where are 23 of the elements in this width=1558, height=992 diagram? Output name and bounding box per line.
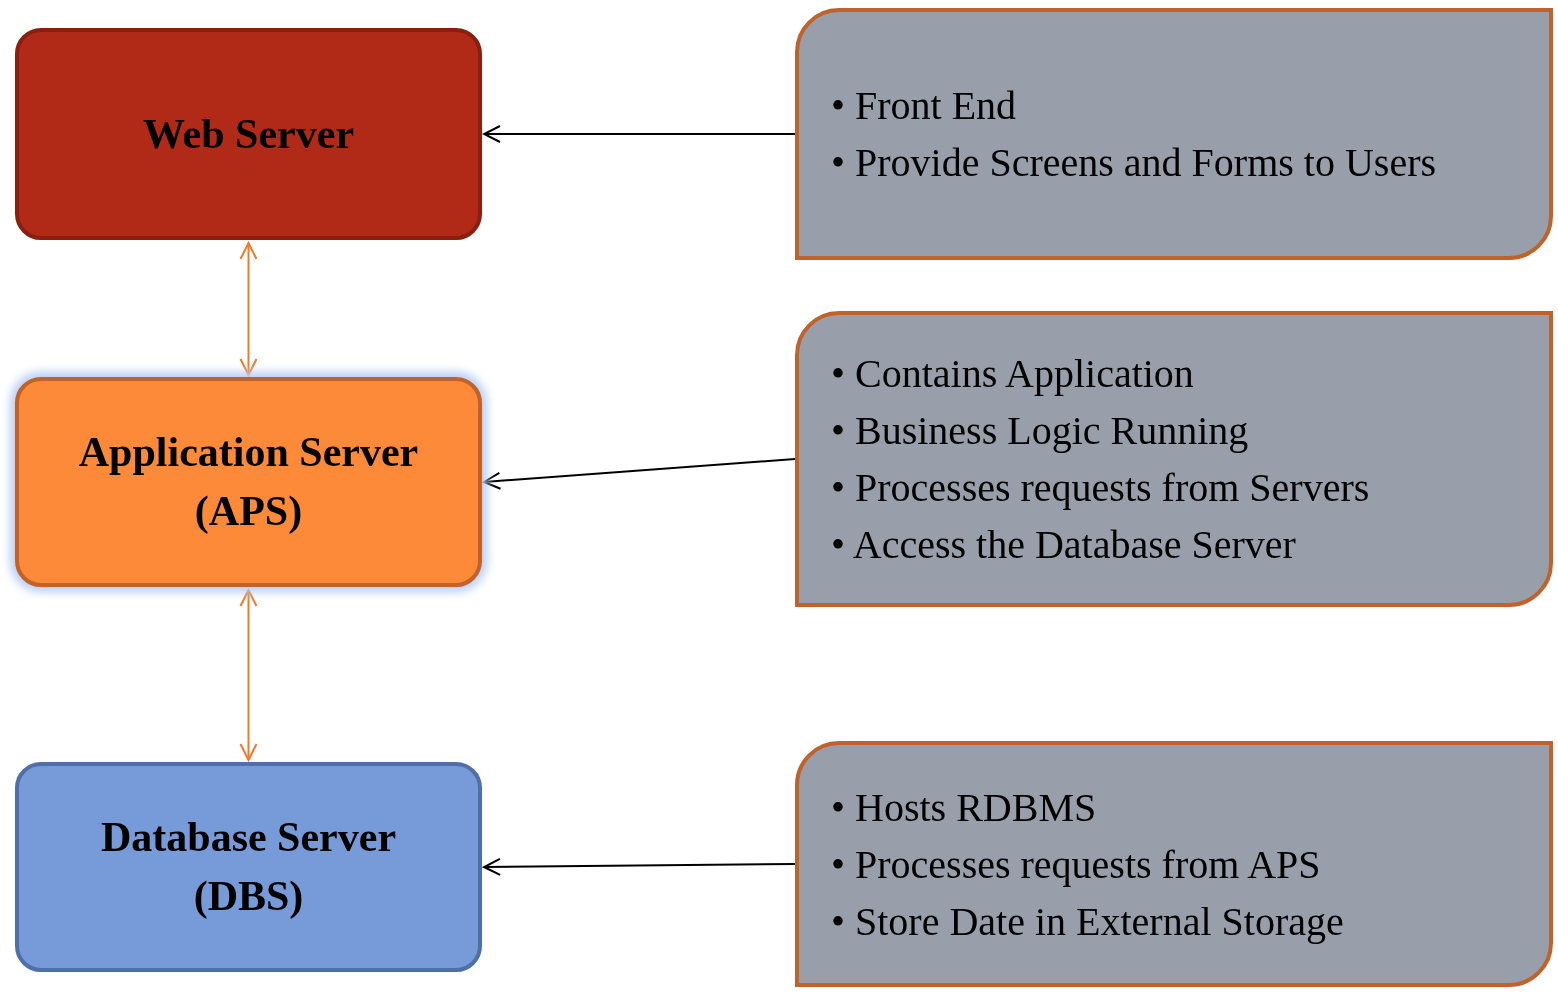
server-box bbox=[15, 762, 482, 972]
bullet-item: • Hosts RDBMS bbox=[831, 783, 1098, 832]
bullet-item: • Front End bbox=[831, 82, 1018, 130]
note-box bbox=[795, 741, 1553, 987]
arrow bbox=[483, 458, 796, 490]
note-box bbox=[795, 311, 1553, 607]
server-label: Web Server bbox=[141, 109, 356, 159]
note-box bbox=[795, 8, 1553, 260]
arrow bbox=[483, 857, 796, 876]
arrow bbox=[239, 589, 258, 761]
server-label: Database Server (DBS) bbox=[99, 813, 398, 921]
bullet-item: • Processes requests from APS bbox=[831, 840, 1322, 889]
arrow bbox=[483, 125, 796, 143]
bullet-item: • Contains Application bbox=[831, 350, 1195, 398]
bullet-item: • Processes requests from Servers bbox=[831, 464, 1371, 512]
server-box bbox=[15, 28, 482, 240]
bullet-item: • Business Logic Running bbox=[831, 407, 1250, 455]
server-box bbox=[15, 377, 482, 587]
bullet-item: • Provide Screens and Forms to Users bbox=[831, 139, 1438, 187]
bullet-item: • Store Date in External Storage bbox=[831, 897, 1345, 946]
server-label: Application Server (APS) bbox=[77, 428, 420, 536]
arrow bbox=[239, 242, 258, 376]
bullet-item: • Access the Database Server bbox=[831, 521, 1297, 569]
